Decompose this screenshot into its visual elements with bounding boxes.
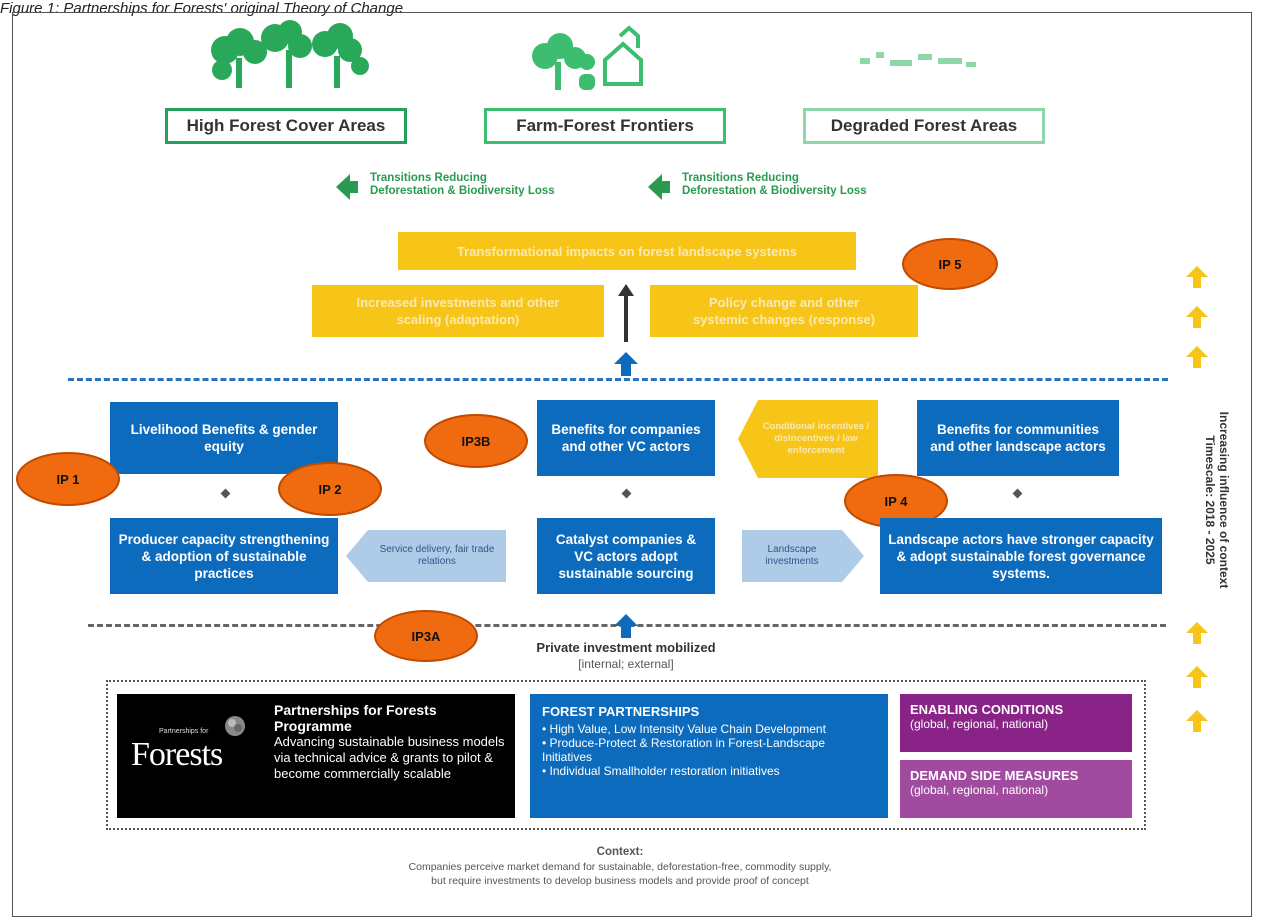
- programme-box: Partnerships for Forests Partnerships fo…: [117, 694, 515, 818]
- conditional-arrow-shape: [738, 400, 878, 478]
- demand-side-box: DEMAND SIDE MEASURES (global, regional, …: [900, 760, 1132, 818]
- area-farm-forest-frontiers: Farm-Forest Frontiers: [484, 108, 726, 144]
- output-landscape: Landscape actors have stronger capacity …: [880, 518, 1162, 594]
- area-high-forest-cover: High Forest Cover Areas: [165, 108, 407, 144]
- context-line2: but require investments to develop busin…: [431, 875, 809, 887]
- farm-house-icon: [532, 25, 643, 90]
- impact-transformational: Transformational impacts on forest lands…: [398, 232, 856, 270]
- degraded-land-icon: [860, 52, 976, 67]
- ip3a-marker: IP3A: [374, 610, 478, 662]
- arrow-up-icon: [618, 284, 634, 342]
- side-label-line2: Timescale: 2018 - 2025: [1203, 435, 1217, 565]
- programme-title: Partnerships for Forests Programme: [274, 702, 437, 734]
- logo-big-text: Forests: [131, 736, 223, 773]
- arrow-left-icon: [336, 174, 358, 200]
- enabling-sub: (global, regional, national): [910, 717, 1049, 731]
- side-label-container: Increasing influence of context Timescal…: [1197, 405, 1237, 595]
- demand-sub: (global, regional, national): [910, 783, 1049, 797]
- enabling-conditions-box: ENABLING CONDITIONS (global, regional, n…: [900, 694, 1132, 752]
- arrow-up-orange-icon: [1186, 622, 1208, 732]
- fp-item: • High Value, Low Intensity Value Chain …: [542, 722, 826, 736]
- side-arrows-upper: [1186, 266, 1208, 381]
- private-investment-sub: [internal; external]: [578, 657, 674, 671]
- service-delivery-label: Service delivery, fair trade relations: [372, 530, 502, 582]
- side-arrows-lower: [1186, 622, 1208, 742]
- outcome-communities: Benefits for communities and other lands…: [917, 400, 1119, 476]
- ip3b-marker: IP3B: [424, 414, 528, 468]
- side-label: Increasing influence of context Timescal…: [1203, 412, 1231, 589]
- transition-label-1: Transitions Reducing Deforestation & Bio…: [370, 172, 555, 198]
- arrow-left-icon: [648, 174, 670, 200]
- outcome-livelihood: Livelihood Benefits & gender equity: [110, 402, 338, 474]
- transition-line1: Transitions Reducing: [682, 172, 799, 184]
- transition-label-2: Transitions Reducing Deforestation & Bio…: [682, 172, 867, 198]
- impact-investments: Increased investments and other scaling …: [312, 285, 604, 337]
- dashed-separator-top: [68, 378, 1168, 381]
- forest-partnerships-title: FOREST PARTNERSHIPS: [542, 704, 700, 719]
- fp-item: • Produce-Protect & Restoration in Fores…: [542, 736, 826, 764]
- landscape-investments-label: Landscape investments: [742, 530, 842, 582]
- ip2-marker: IP 2: [278, 462, 382, 516]
- private-investment-title: Private investment mobilized: [536, 640, 716, 655]
- forest-trees-icon: [211, 20, 369, 88]
- ip1-marker: IP 1: [16, 452, 120, 506]
- output-producer: Producer capacity strengthening & adopti…: [110, 518, 338, 594]
- side-label-line1: Increasing influence of context: [1217, 411, 1231, 589]
- fp-item: • Individual Smallholder restoration ini…: [542, 764, 780, 778]
- context-line1: Companies perceive market demand for sus…: [408, 861, 832, 873]
- context-title: Context:: [596, 846, 644, 858]
- transition-line1: Transitions Reducing: [370, 172, 487, 184]
- programme-desc: Advancing sustainable business models vi…: [274, 734, 505, 781]
- arrow-up-blue-icon: [614, 614, 638, 638]
- programme-logo: Partnerships for Forests: [125, 714, 257, 798]
- enabling-title: ENABLING CONDITIONS: [910, 702, 1064, 717]
- transition-line2: Deforestation & Biodiversity Loss: [682, 185, 867, 197]
- arrow-up-orange-icon: [1186, 266, 1208, 368]
- forest-partnerships-box: FOREST PARTNERSHIPS • High Value, Low In…: [530, 694, 888, 818]
- transition-line2: Deforestation & Biodiversity Loss: [370, 185, 555, 197]
- conditional-incentives-label: Conditional incentives / disincentives /…: [762, 421, 870, 456]
- impact-policy: Policy change and other systemic changes…: [650, 285, 918, 337]
- inputs-container: [106, 680, 1146, 830]
- output-catalyst: Catalyst companies & VC actors adopt sus…: [537, 518, 715, 594]
- ip5-marker: IP 5: [902, 238, 998, 290]
- logo-small-text: Partnerships for: [159, 728, 209, 735]
- leaf-logo-icon: [225, 716, 245, 736]
- arrow-up-blue-icon: [614, 352, 638, 376]
- area-degraded-forest: Degraded Forest Areas: [803, 108, 1045, 144]
- diagram-frame: [12, 12, 1252, 917]
- outcome-companies: Benefits for companies and other VC acto…: [537, 400, 715, 476]
- demand-title: DEMAND SIDE MEASURES: [910, 768, 1079, 783]
